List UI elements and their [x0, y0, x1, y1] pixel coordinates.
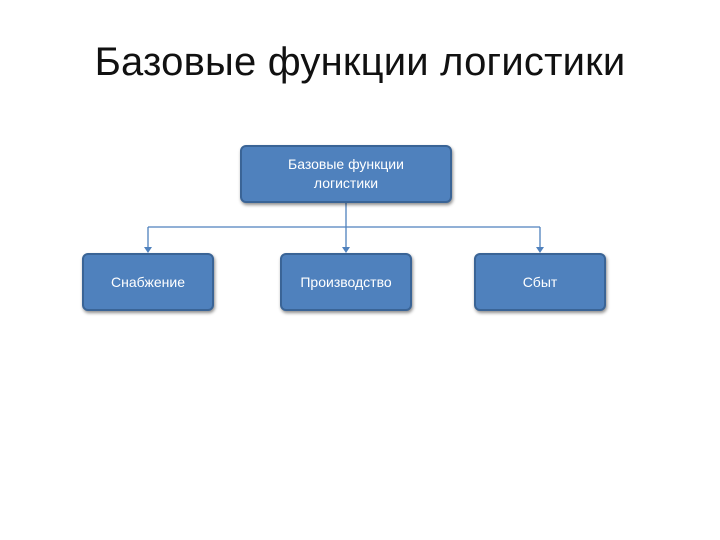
child-node-supply: Снабжение — [82, 253, 214, 311]
root-node-label: Базовые функции логистики — [288, 156, 404, 191]
child-node-sales: Сбыт — [474, 253, 606, 311]
child-node-production: Производство — [280, 253, 412, 311]
child-node-production-label: Производство — [300, 273, 392, 290]
child-node-sales-label: Сбыт — [522, 273, 558, 290]
child-node-supply-label: Снабжение — [111, 273, 185, 290]
root-node: Базовые функции логистики — [240, 145, 452, 203]
slide-title: Базовые функции логистики — [94, 40, 626, 84]
